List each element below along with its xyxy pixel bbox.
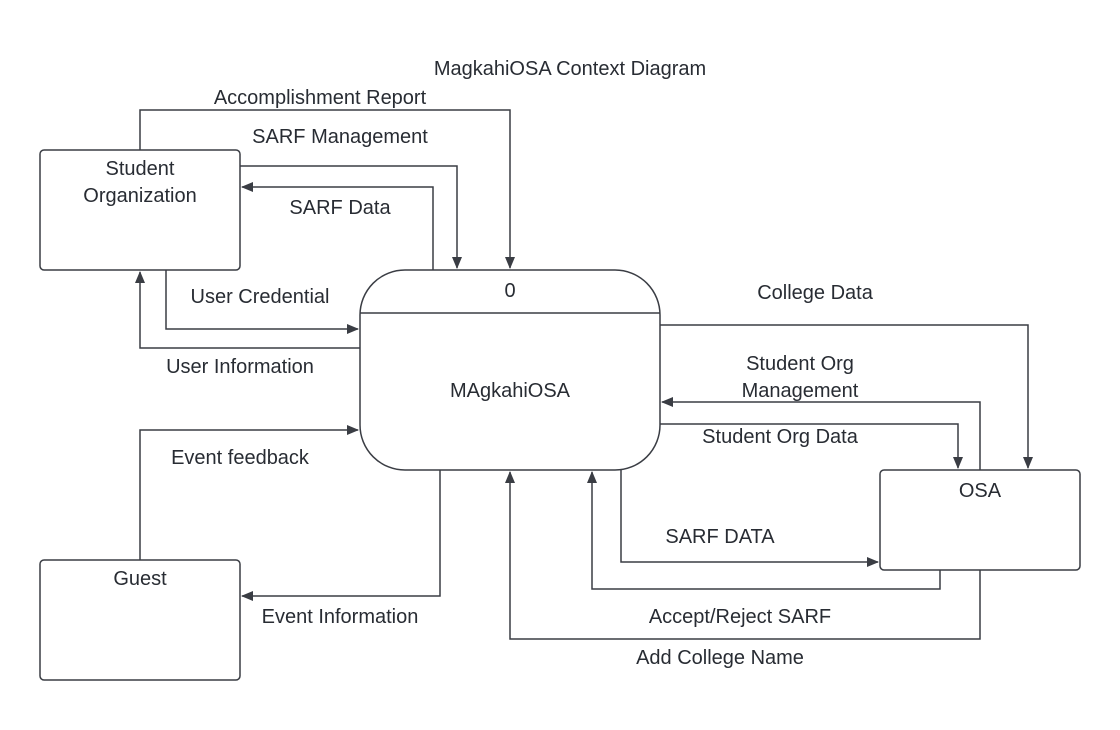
entity-osa-label: OSA (959, 480, 1002, 502)
label-student-org-data: Student Org Data (702, 426, 859, 448)
process-magkahiosa[interactable]: 0 MAgkahiOSA (359, 269, 661, 471)
flow-sarf-data (241, 182, 434, 270)
entity-osa[interactable]: OSA (879, 469, 1081, 571)
flow-accept-reject-sarf (587, 471, 941, 590)
process-number: 0 (504, 280, 515, 302)
flow-user-information (135, 271, 360, 349)
flow-student-org-management (661, 397, 981, 470)
label-student-org-management-line2: Management (742, 380, 859, 402)
flow-sarf-data-caps (620, 470, 879, 567)
label-event-feedback: Event feedback (171, 447, 310, 469)
flow-event-feedback (139, 425, 359, 560)
flow-user-credential (165, 270, 359, 334)
label-event-information: Event Information (262, 606, 419, 628)
label-sarf-management: SARF Management (252, 126, 428, 148)
label-sarf-data-caps: SARF DATA (665, 526, 775, 548)
entity-student-organization[interactable]: Student Organization (39, 149, 241, 271)
flow-sarf-management (240, 165, 462, 269)
diagram-title: MagkahiOSA Context Diagram (434, 58, 706, 80)
label-accept-reject-sarf: Accept/Reject SARF (649, 606, 831, 628)
flow-add-college-name (505, 471, 981, 640)
flow-accomplishment-report (139, 109, 515, 269)
flow-event-information (241, 470, 441, 601)
process-name: MAgkahiOSA (450, 380, 571, 402)
entity-student-organization-label-line2: Organization (83, 185, 196, 207)
label-add-college-name: Add College Name (636, 647, 804, 669)
flow-student-org-data (660, 423, 963, 469)
entity-guest-label: Guest (113, 568, 167, 590)
label-user-information: User Information (166, 356, 314, 378)
flow-college-data (660, 324, 1033, 469)
entity-student-organization-label-line1: Student (106, 158, 175, 180)
label-college-data: College Data (757, 282, 874, 304)
label-sarf-data: SARF Data (289, 197, 391, 219)
label-student-org-management-line1: Student Org (746, 353, 854, 375)
label-accomplishment-report: Accomplishment Report (214, 87, 427, 109)
label-user-credential: User Credential (191, 286, 330, 308)
entity-guest[interactable]: Guest (39, 559, 241, 681)
